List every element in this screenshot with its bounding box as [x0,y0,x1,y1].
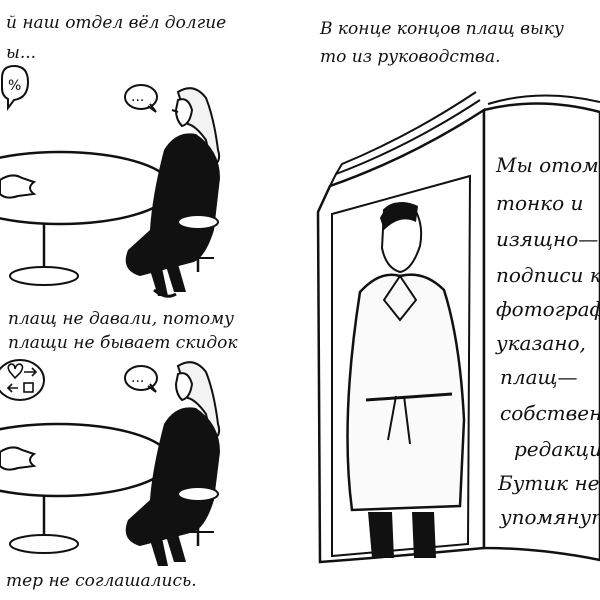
magazine-line-2: тонко и [496,191,583,215]
woman-figure-upper [125,87,221,298]
bubble-percent-text: % [8,78,21,94]
magazine-text: Мы отоме тонко и изящно— подписи к фотог… [495,153,600,529]
caption-mid-line1: плащ не давали, потому [8,309,235,329]
bubble-ellipsis-2-text: ... [131,370,144,386]
speech-bubble-ellipsis-2: ... [124,365,158,393]
caption-mid-line2: плащи не бывает скидок [8,333,238,353]
caption-top-line1: й наш отдел вёл долгие [6,13,227,33]
magazine-line-5: фотограф [496,297,600,321]
magazine-line-9: редакци [514,437,600,461]
magazine-line-3: изящно— [496,227,598,251]
caption-right-line2: то из руководства. [320,47,501,67]
caption-top-line2: ы... [6,43,37,63]
magazine-line-1: Мы отоме [495,153,600,177]
magazine-line-6: указано, [495,331,586,355]
open-magazine: Мы отоме тонко и изящно— подписи к фотог… [316,91,600,564]
woman-figure-lower [125,361,221,566]
man-in-trench-coat [346,202,466,558]
magazine-line-11: упомянут [499,505,600,529]
magazine-line-10: Бутик не [497,471,599,495]
speech-bubble-percent: % [1,64,30,111]
magazine-line-7: плащ— [500,365,578,389]
bubble-ellipsis-text: ... [131,89,144,105]
magazine-line-8: собствен [500,401,600,425]
speech-bubble-ellipsis: ... [124,84,158,113]
magazine-line-4: подписи к [496,263,600,287]
speech-bubble-heart [0,359,45,401]
caption-bottom: тер не соглашались. [6,571,197,591]
caption-right-line1: В конце концов плащ выку [320,19,564,39]
